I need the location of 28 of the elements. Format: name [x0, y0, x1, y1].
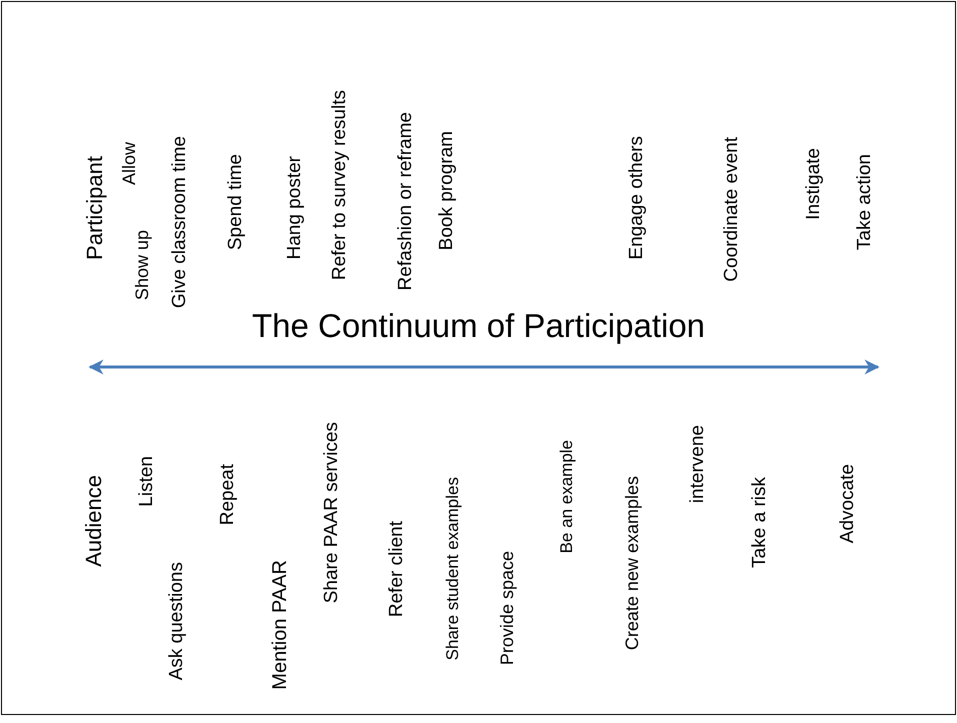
action-label: Instigate — [804, 148, 824, 220]
action-label: Give classroom time — [170, 136, 190, 308]
action-label: Allow — [119, 142, 139, 186]
action-label: Audience — [84, 475, 104, 567]
action-label: Advocate — [838, 464, 858, 544]
action-label: Take action — [855, 154, 875, 250]
action-label: Coordinate event — [722, 137, 742, 282]
action-label: Hang poster — [285, 156, 305, 260]
action-label: Create new examples — [622, 476, 642, 650]
action-label: Refer to survey results — [330, 90, 350, 280]
action-label: Repeat — [218, 464, 238, 526]
action-label: Mention PAAR — [270, 560, 290, 690]
diagram-title: The Continuum of Participation — [252, 306, 706, 346]
action-label: Participant — [85, 156, 105, 260]
action-label: Refashion or reframe — [396, 112, 416, 290]
action-label: Spend time — [226, 154, 246, 250]
action-label: Take a risk — [750, 477, 770, 568]
action-label: intervene — [688, 425, 708, 504]
action-label: Engage others — [627, 136, 647, 260]
action-label: Share student examples — [443, 477, 463, 660]
action-label: Show up — [132, 230, 152, 300]
action-label: Be an example — [557, 440, 577, 554]
action-label: Provide space — [497, 551, 517, 666]
action-label: Ask questions — [167, 562, 187, 680]
action-label: Book program — [437, 131, 457, 250]
action-label: Listen — [137, 456, 157, 507]
action-label: Share PAAR services — [322, 422, 342, 604]
action-label: Refer client — [387, 521, 407, 618]
